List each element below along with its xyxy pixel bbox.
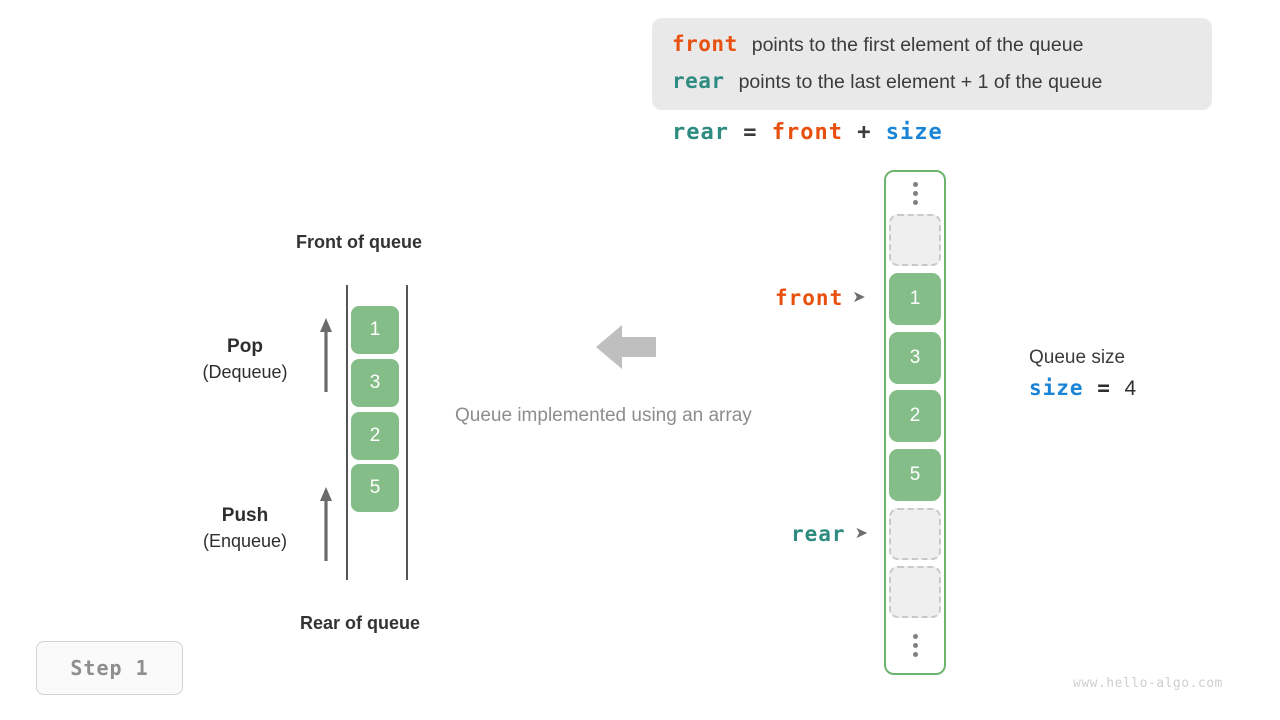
- rear-keyword: rear: [672, 69, 725, 93]
- queue-element: 5: [351, 464, 399, 512]
- rear-description: points to the last element + 1 of the qu…: [738, 71, 1103, 93]
- array-slot-empty: [889, 214, 941, 266]
- queue-element: 1: [351, 306, 399, 354]
- front-description: points to the first element of the queue: [751, 34, 1084, 56]
- rear-of-queue-label: Rear of queue: [300, 613, 421, 633]
- push-direction-arrow-icon: [320, 487, 332, 561]
- info-line-rear: rear points to the last element + 1 of t…: [672, 69, 1192, 106]
- array-slot-empty: [889, 508, 941, 560]
- queue-size-readout: Queue size size = 4: [1029, 344, 1137, 405]
- push-operation-label: Push (Enqueue): [185, 503, 305, 554]
- front-pointer-arrowhead-icon: ➤: [852, 289, 867, 306]
- size-variable: size: [1029, 376, 1084, 400]
- pop-direction-arrow-icon: [320, 318, 332, 392]
- formula-equals: =: [743, 120, 758, 145]
- info-line-front: front points to the first element of the…: [672, 32, 1192, 69]
- formula-rear: rear: [672, 120, 729, 145]
- push-title: Push: [221, 505, 269, 526]
- push-subtitle: (Enqueue): [202, 531, 288, 551]
- array-slot-filled: 3: [889, 332, 941, 384]
- array-ellipsis-top: [889, 176, 941, 210]
- array-ellipsis-bottom: [889, 628, 941, 662]
- pop-title: Pop: [227, 336, 263, 357]
- queue-element: 3: [351, 359, 399, 407]
- queue-rail-left: [346, 285, 348, 580]
- queue-element: 2: [351, 412, 399, 460]
- front-keyword: front: [672, 32, 738, 56]
- queue-size-expression: size = 4: [1029, 372, 1137, 405]
- rear-pointer-label: rear: [791, 522, 846, 546]
- formula-front: front: [771, 120, 843, 145]
- pop-operation-label: Pop (Dequeue): [185, 334, 305, 385]
- pop-subtitle: (Dequeue): [202, 362, 288, 382]
- array-slot-filled: 2: [889, 390, 941, 442]
- size-value: 4: [1124, 377, 1138, 400]
- front-of-queue-label: Front of queue: [296, 232, 422, 252]
- front-pointer: front ➤: [775, 286, 867, 310]
- rear-formula: rear = front + size: [672, 120, 943, 145]
- array-slot-filled: 1: [889, 273, 941, 325]
- array-slot-filled: 5: [889, 449, 941, 501]
- formula-plus: +: [857, 120, 872, 145]
- array-slot-empty: [889, 566, 941, 618]
- watermark: www.hello-algo.com: [1073, 676, 1223, 691]
- step-badge: Step 1: [36, 641, 183, 695]
- implementation-arrow-left-icon: [596, 325, 656, 369]
- formula-size: size: [885, 120, 943, 145]
- size-equals: =: [1097, 376, 1111, 400]
- front-pointer-label: front: [775, 286, 844, 310]
- info-callout-box: front points to the first element of the…: [652, 18, 1212, 110]
- queue-size-title: Queue size: [1029, 347, 1126, 368]
- rear-pointer: rear ➤: [791, 522, 869, 546]
- queue-rail-right: [406, 285, 408, 580]
- array-container: [884, 170, 946, 675]
- implementation-caption: Queue implemented using an array: [455, 405, 752, 426]
- rear-pointer-arrowhead-icon: ➤: [854, 525, 869, 542]
